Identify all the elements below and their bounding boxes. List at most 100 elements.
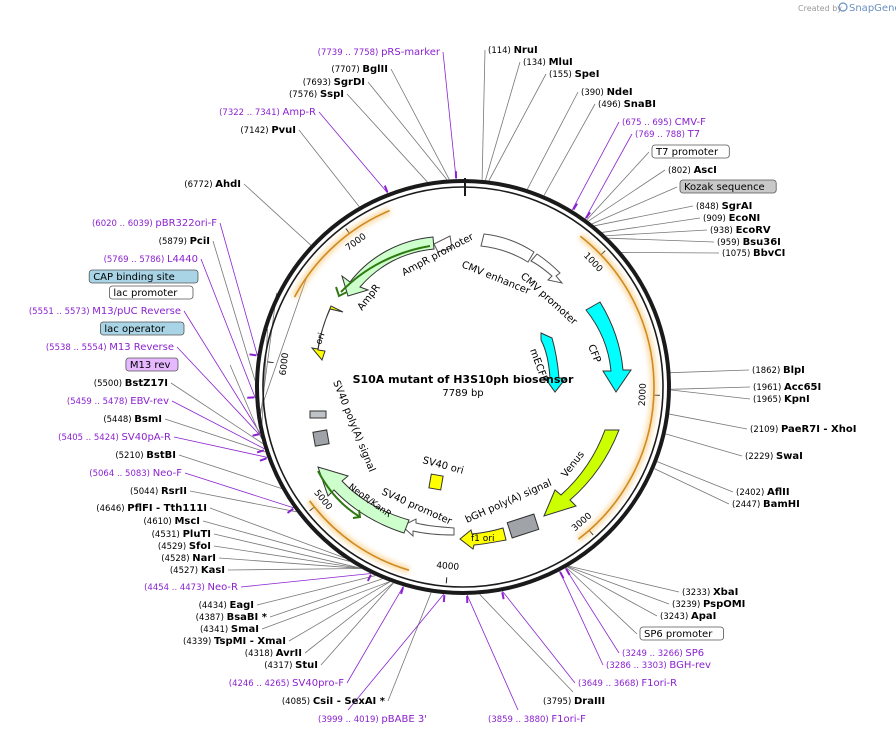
enzyme-label[interactable]: (1075) BbvCI (722, 248, 785, 259)
enzyme-label[interactable]: (5879) PciI (159, 236, 210, 247)
enzyme-label[interactable]: (5210) BstBI (115, 450, 176, 461)
label-connector (666, 434, 742, 456)
feature-label[interactable]: M13 rev (130, 360, 171, 371)
feature-sv40-polya-box[interactable] (310, 411, 326, 418)
enzyme-label[interactable]: (6772) AhdI (184, 179, 241, 190)
primer-label[interactable]: (6020 .. 6039) pBR322ori-F (92, 218, 217, 229)
enzyme-label[interactable]: (4318) AvrII (245, 648, 302, 659)
feature-sv40-ori[interactable] (429, 474, 443, 490)
enzyme-label[interactable]: (5448) BsmI (103, 414, 162, 425)
label-connector (244, 184, 311, 245)
feature-label[interactable]: Kozak sequence (684, 182, 765, 193)
enzyme-label[interactable]: (4527) KasI (170, 565, 225, 576)
enzyme-label[interactable]: (3795) DraIII (543, 696, 605, 707)
primer-label[interactable]: (3249 .. 3266) SP6 (622, 648, 704, 659)
enzyme-label[interactable]: (3243) ApaI (660, 611, 716, 622)
enzyme-label[interactable]: (4610) MscI (143, 516, 200, 527)
primer-site-mark (260, 458, 267, 460)
label-connector (602, 218, 700, 232)
enzyme-label[interactable]: (909) EcoNI (703, 213, 760, 224)
enzyme-label[interactable]: (4341) SmaI (200, 624, 259, 635)
primer-label[interactable]: (3286 .. 3303) BGH-rev (606, 660, 711, 671)
enzyme-label[interactable]: (802) AscI (668, 165, 717, 176)
primer-label[interactable]: (5551 .. 5573) M13/pUC Reverse (29, 306, 181, 317)
tick-mark (446, 577, 447, 583)
primer-label[interactable]: (5064 .. 5083) Neo-F (89, 468, 182, 479)
label-connector (485, 62, 520, 180)
enzyme-label[interactable]: (4339) TspMI - XmaI (183, 636, 286, 647)
primer-label[interactable]: (7739 .. 7758) pRS-marker (318, 47, 441, 58)
enzyme-label[interactable]: (390) NdeI (581, 87, 633, 98)
feature-label[interactable]: T7 promoter (655, 147, 719, 158)
enzyme-label[interactable]: (4646) PflFI - Tth111I (96, 503, 207, 514)
enzyme-label[interactable]: (3239) PspOMI (672, 599, 745, 610)
label-bgh-polya: bGH poly(A) signal (464, 478, 554, 526)
label-connector (587, 152, 649, 220)
enzyme-label[interactable]: (7693) SgrDI (303, 77, 365, 88)
feature-sv40-polya-gray[interactable] (313, 430, 329, 446)
feature-label[interactable]: CAP binding site (93, 272, 175, 283)
enzyme-label[interactable]: (7707) BglII (331, 64, 388, 75)
enzyme-label[interactable]: (155) SpeI (549, 69, 599, 80)
enzyme-label[interactable]: (7142) PvuI (240, 125, 296, 136)
enzyme-label[interactable]: (938) EcoRV (710, 225, 771, 236)
primer-label[interactable]: (3859 .. 3880) F1ori-F (488, 714, 586, 725)
feature-label[interactable]: SP6 promoter (644, 629, 713, 640)
feature-cmv-enhancer[interactable] (481, 234, 534, 262)
enzyme-label[interactable]: (2402) AflII (736, 487, 790, 498)
enzyme-label[interactable]: (4434) EagI (199, 600, 254, 611)
enzyme-label[interactable]: (4085) CsiI - SexAI * (282, 696, 386, 707)
enzyme-label[interactable]: (959) Bsu36I (717, 237, 781, 248)
primer-label[interactable]: (3649 .. 3668) F1ori-R (578, 678, 677, 689)
enzyme-label[interactable]: (3233) XbaI (682, 587, 738, 598)
label-connector (241, 574, 371, 587)
label-connector (467, 595, 518, 710)
primer-label[interactable]: (5459 .. 5478) EBV-rev (67, 396, 169, 407)
enzyme-label[interactable]: (2109) PaeR7I - XhoI (750, 424, 856, 435)
feature-venus[interactable] (544, 430, 619, 516)
enzyme-label[interactable]: (4387) BsaBI * (196, 612, 268, 623)
primer-label[interactable]: (675 .. 695) CMV-F (622, 117, 706, 128)
label-connector (299, 130, 359, 207)
primer-label[interactable]: (7322 .. 7341) Amp-R (219, 107, 316, 118)
primer-label[interactable]: (4454 .. 4473) Neo-R (144, 582, 238, 593)
enzyme-label[interactable]: (4528) NarI (161, 553, 216, 564)
feature-label[interactable]: lac promoter (113, 288, 178, 299)
primer-site-mark (249, 354, 256, 355)
enzyme-label[interactable]: (2447) BamHI (732, 499, 800, 510)
enzyme-label[interactable]: (1862) BlpI (752, 365, 805, 376)
primer-label[interactable]: (5538 .. 5554) M13 Reverse (46, 342, 174, 353)
enzyme-label[interactable]: (4531) PluTI (152, 529, 211, 540)
tick-label: 2000 (638, 383, 649, 407)
primer-site-mark (401, 587, 403, 594)
enzyme-label[interactable]: (134) MluI (523, 57, 573, 68)
enzyme-label[interactable]: (1961) Acc65I (753, 382, 821, 393)
enzyme-label[interactable]: (2229) SwaI (745, 451, 803, 462)
enzyme-label[interactable]: (5044) RsrII (130, 486, 187, 497)
label-connector (482, 50, 485, 180)
enzyme-label[interactable]: (114) NruI (488, 45, 538, 56)
primer-label[interactable]: (3999 .. 4019) pBABE 3' (318, 714, 427, 725)
primer-label[interactable]: (5405 .. 5424) SV40pA-R (58, 432, 171, 443)
enzyme-label[interactable]: (848) SgrAI (696, 201, 752, 212)
label-sv40-polya: SV40 poly(A) signal (330, 379, 377, 474)
enzyme-label[interactable]: (4529) SfoI (158, 541, 211, 552)
enzyme-label[interactable]: (5500) BstZ17I (94, 378, 168, 389)
label-connector (319, 112, 388, 193)
feature-bgh-polya[interactable] (507, 514, 539, 538)
enzyme-label[interactable]: (496) SnaBI (598, 99, 656, 110)
enzyme-label[interactable]: (1965) KpnI (753, 394, 810, 405)
primer-site-mark (368, 575, 371, 581)
feature-label[interactable]: lac operator (104, 324, 165, 335)
enzyme-label[interactable]: (4317) StuI (264, 660, 318, 671)
primer-label[interactable]: (4246 .. 4265) SV40pro-F (229, 678, 344, 689)
primer-site-mark (502, 592, 503, 599)
label-connector (606, 230, 707, 236)
primer-label[interactable]: (5769 .. 5786) L4440 (104, 254, 198, 265)
feature-cmv-promoter[interactable] (531, 254, 562, 283)
enzyme-label[interactable]: (7576) SspI (289, 89, 344, 100)
watermark-brand: SnapGene (849, 3, 896, 14)
label-connector (259, 293, 277, 427)
primer-label[interactable]: (769 .. 788) T7 (635, 129, 700, 140)
label-connector (348, 594, 444, 710)
